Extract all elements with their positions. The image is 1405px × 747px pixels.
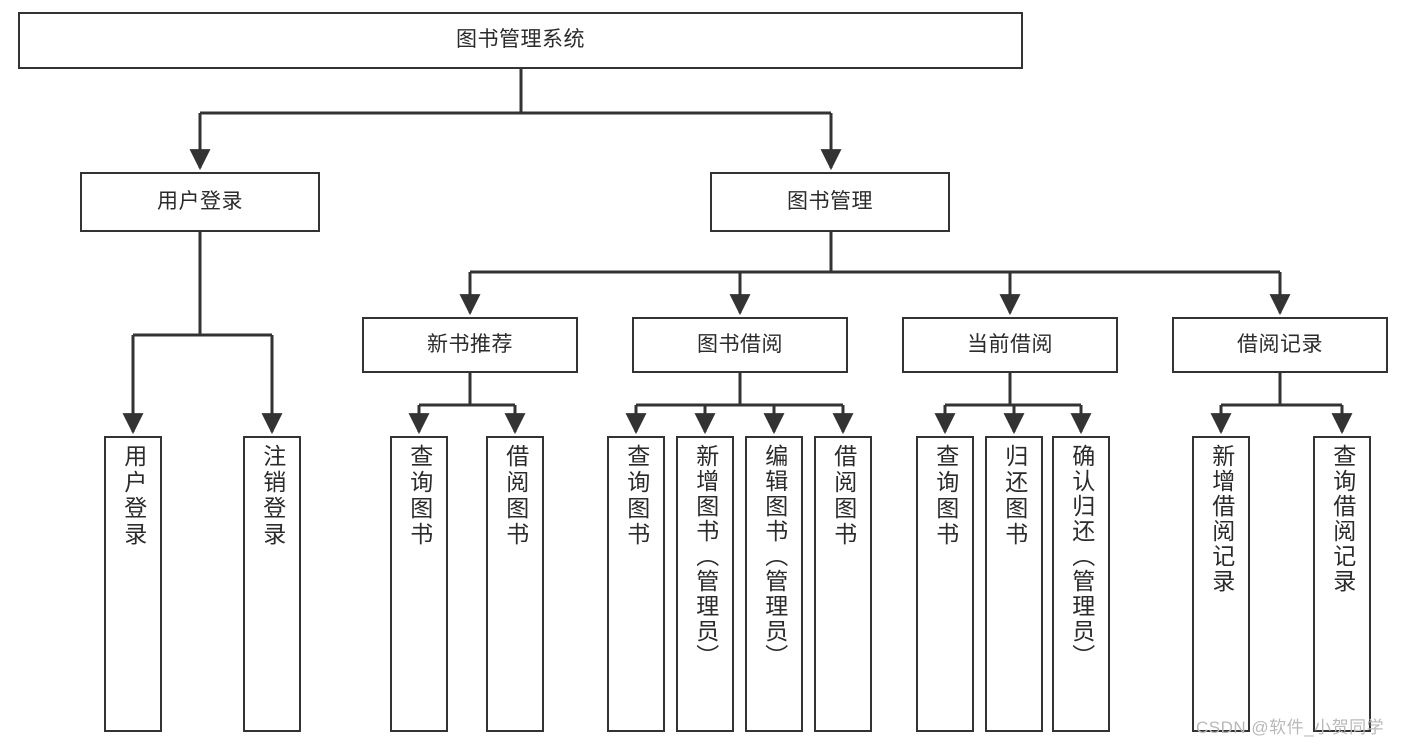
node-leaf-query-book-recommend-label: 查询图书 — [406, 444, 433, 548]
node-leaf-return-book[interactable]: 归还图书 — [985, 436, 1043, 732]
node-leaf-query-book-current[interactable]: 查询图书 — [916, 436, 974, 732]
node-leaf-borrow-book-recommend[interactable]: 借阅图书 — [486, 436, 544, 732]
node-leaf-add-borrow-record-label: 新增借阅记录 — [1208, 444, 1235, 594]
node-user-login[interactable]: 用户登录 — [80, 172, 320, 232]
node-leaf-user-login-label: 用户登录 — [120, 444, 147, 548]
node-leaf-add-book-admin[interactable]: 新增图书（管理员） — [676, 436, 734, 732]
node-user-login-label: 用户登录 — [157, 189, 243, 213]
watermark: CSDN @软件_小贺同学 — [1196, 718, 1385, 737]
node-leaf-confirm-return-admin-label: 确认归还（管理员） — [1068, 444, 1095, 669]
node-leaf-add-borrow-record[interactable]: 新增借阅记录 — [1192, 436, 1250, 732]
node-current-borrow-label: 当前借阅 — [967, 332, 1053, 356]
node-borrow-records[interactable]: 借阅记录 — [1172, 317, 1388, 373]
node-leaf-query-book-current-label: 查询图书 — [932, 444, 959, 548]
node-new-book-recommend[interactable]: 新书推荐 — [362, 317, 578, 373]
node-book-management-label: 图书管理 — [787, 189, 873, 213]
node-leaf-logout-label: 注销登录 — [259, 444, 286, 548]
node-leaf-user-login[interactable]: 用户登录 — [104, 436, 162, 732]
node-leaf-borrow-book-recommend-label: 借阅图书 — [502, 444, 529, 548]
node-borrow-records-label: 借阅记录 — [1237, 332, 1323, 356]
node-leaf-query-book-borrow-label: 查询图书 — [623, 444, 650, 548]
node-book-borrow[interactable]: 图书借阅 — [632, 317, 848, 373]
node-leaf-return-book-label: 归还图书 — [1001, 444, 1028, 548]
node-leaf-edit-book-admin[interactable]: 编辑图书（管理员） — [745, 436, 803, 732]
node-leaf-query-book-recommend[interactable]: 查询图书 — [390, 436, 448, 732]
node-leaf-query-book-borrow[interactable]: 查询图书 — [607, 436, 665, 732]
node-leaf-query-borrow-record[interactable]: 查询借阅记录 — [1313, 436, 1371, 732]
node-book-borrow-label: 图书借阅 — [697, 332, 783, 356]
node-root-label: 图书管理系统 — [456, 28, 585, 52]
node-leaf-edit-book-admin-label: 编辑图书（管理员） — [761, 444, 788, 669]
node-new-book-recommend-label: 新书推荐 — [427, 332, 513, 356]
node-leaf-confirm-return-admin[interactable]: 确认归还（管理员） — [1052, 436, 1110, 732]
node-current-borrow[interactable]: 当前借阅 — [902, 317, 1118, 373]
node-leaf-borrow-book[interactable]: 借阅图书 — [814, 436, 872, 732]
node-book-management[interactable]: 图书管理 — [710, 172, 950, 232]
node-root[interactable]: 图书管理系统 — [18, 12, 1023, 69]
node-leaf-add-book-admin-label: 新增图书（管理员） — [692, 444, 719, 669]
node-leaf-borrow-book-label: 借阅图书 — [830, 444, 857, 548]
node-leaf-query-borrow-record-label: 查询借阅记录 — [1329, 444, 1356, 594]
node-leaf-logout[interactable]: 注销登录 — [243, 436, 301, 732]
